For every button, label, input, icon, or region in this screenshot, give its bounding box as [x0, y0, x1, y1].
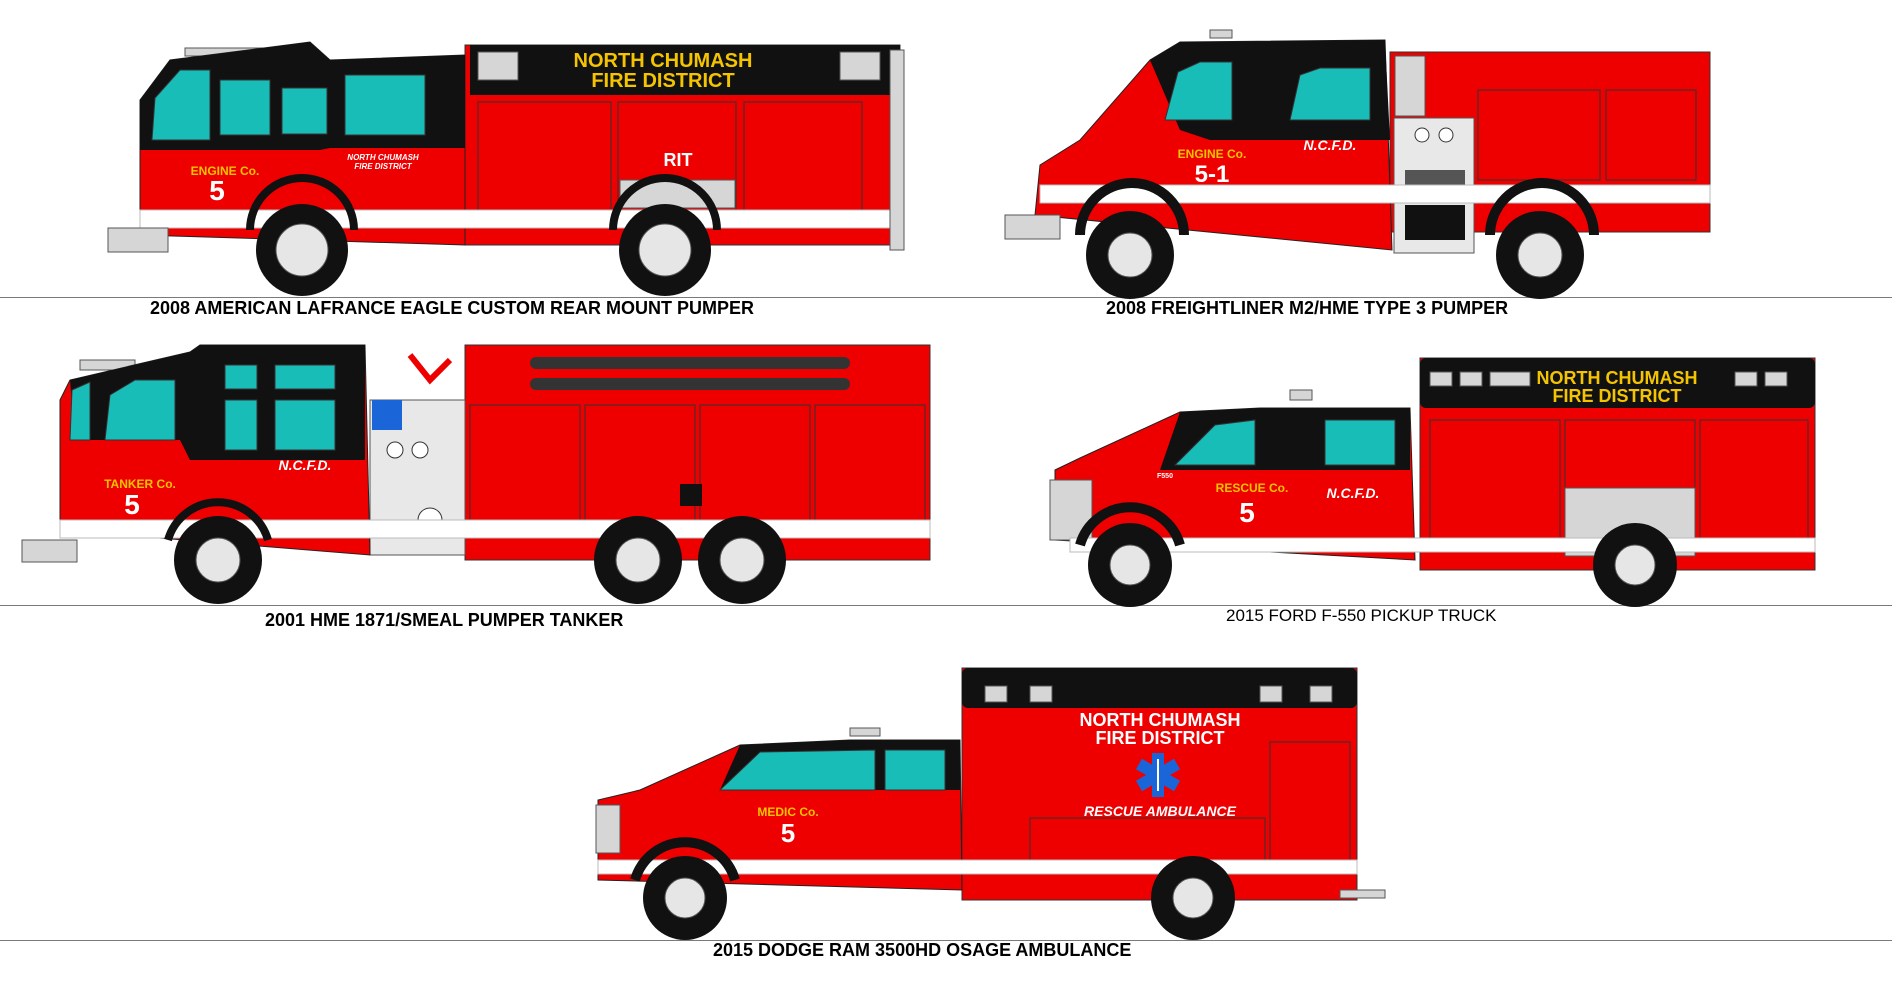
medic-5-box-line2: FIRE DISTRICT — [1096, 728, 1225, 748]
tanker-5-unit-label: TANKER Co. — [104, 477, 176, 491]
engine-5-unit-label: ENGINE Co. — [191, 164, 260, 178]
rescue-5-banner-line2: FIRE DISTRICT — [1553, 386, 1682, 406]
engine-5-1-unit-number: 5-1 — [1195, 161, 1230, 188]
ground-line-row2 — [0, 605, 1892, 606]
engine-5-door-line1: NORTH CHUMASH — [347, 153, 419, 162]
medic-5-unit-number: 5 — [781, 818, 795, 848]
medic-5-unit-label: MEDIC Co. — [757, 805, 818, 819]
engine-5-door-line2: FIRE DISTRICT — [354, 162, 412, 171]
rescue-5-dept-initials: N.C.F.D. — [1327, 485, 1380, 501]
tanker-5-dept-initials: N.C.F.D. — [279, 457, 332, 473]
tanker-5-caption: 2001 HME 1871/SMEAL PUMPER TANKER — [265, 610, 624, 630]
rescue-5-model-badge: F550 — [1157, 473, 1173, 480]
ground-line-row1 — [0, 297, 1892, 298]
tanker-5-unit-number: 5 — [124, 489, 140, 520]
medic-5-service-label: RESCUE AMBULANCE — [1084, 803, 1237, 819]
engine-5-banner-line1: NORTH CHUMASH — [574, 50, 753, 72]
rescue-5-caption: 2015 FORD F-550 PICKUP TRUCK — [1226, 606, 1497, 625]
medic-5-box-line1: NORTH CHUMASH — [1080, 710, 1241, 730]
star-of-life-icon — [1135, 753, 1181, 797]
engine-5-caption: 2008 AMERICAN LAFRANCE EAGLE CUSTOM REAR… — [150, 298, 755, 318]
rescue-5-banner-line1: NORTH CHUMASH — [1537, 368, 1698, 388]
medic-5-caption: 2015 DODGE RAM 3500HD OSAGE AMBULANCE — [713, 940, 1132, 960]
rescue-5-unit-label: RESCUE Co. — [1216, 481, 1289, 495]
engine-5-banner-line2: FIRE DISTRICT — [591, 70, 734, 92]
engine-5-unit-number: 5 — [209, 175, 225, 206]
engine-5-1-dept-initials: N.C.F.D. — [1304, 137, 1357, 153]
rescue-5-unit-number: 5 — [1239, 497, 1255, 528]
engine-5-1-caption: 2008 FREIGHTLINER M2/HME TYPE 3 PUMPER — [1106, 298, 1509, 318]
ground-line-row3 — [0, 940, 1892, 941]
engine-5-compartment-label: RIT — [664, 150, 693, 170]
engine-5-1-unit-label: ENGINE Co. — [1178, 147, 1247, 161]
